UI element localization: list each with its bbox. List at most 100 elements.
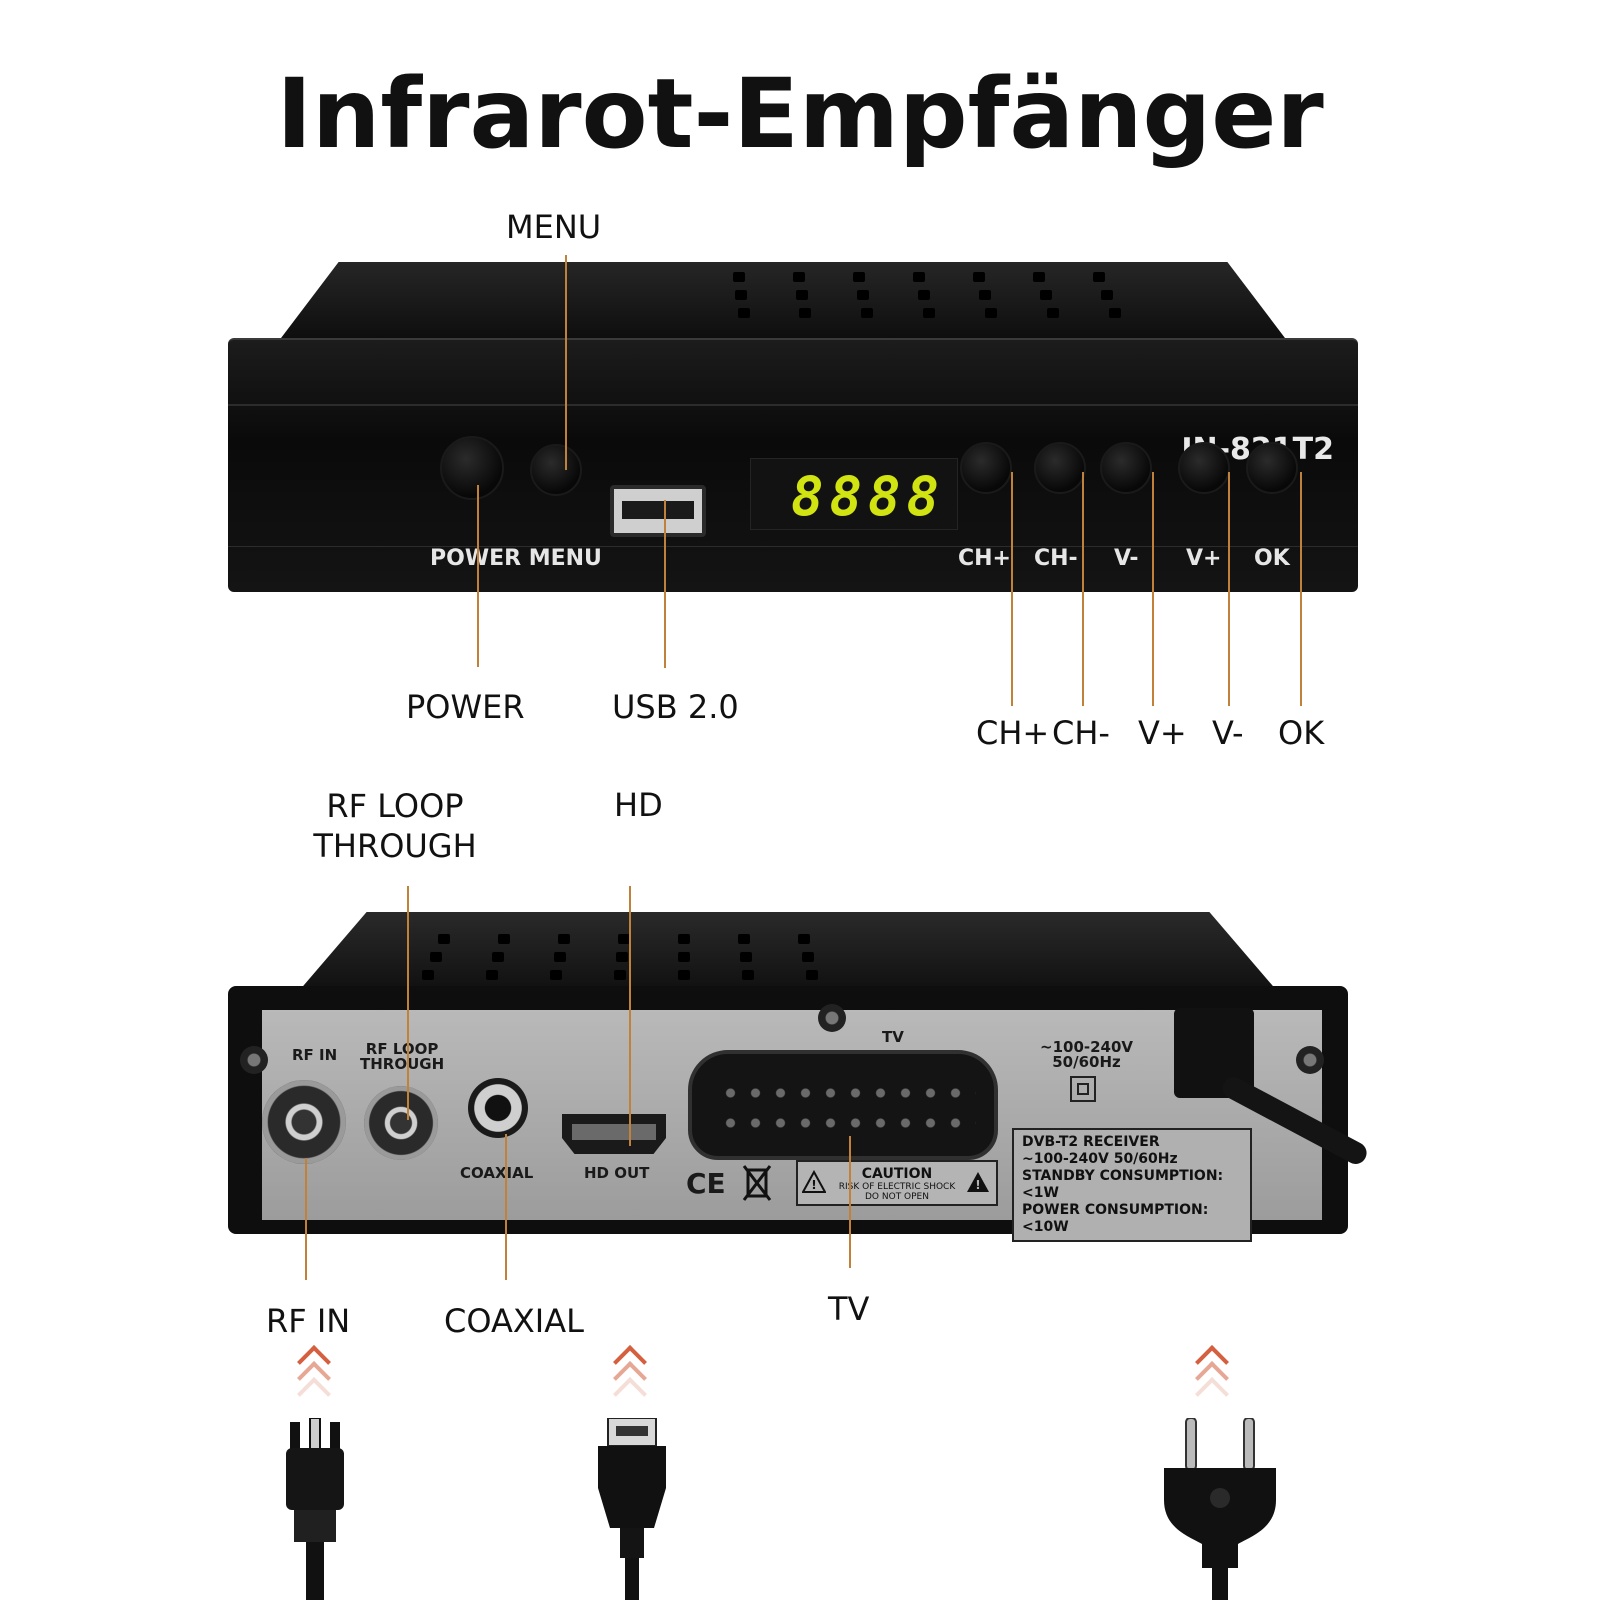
vent-slot [913, 272, 925, 282]
page-title: Infrarot-Empfänger [276, 58, 1324, 170]
callout-menu: MENU [506, 208, 602, 246]
rf-in-port[interactable] [262, 1080, 346, 1164]
vent-slot [918, 290, 930, 300]
warning-triangle-icon: ! [801, 1169, 827, 1194]
panel-label-voltage-line2: 50/60Hz [1052, 1053, 1121, 1071]
vent-slot [554, 952, 566, 962]
vent-slot [558, 934, 570, 944]
scart-pins [718, 1078, 976, 1140]
spec-line: DVB-T2 RECEIVER [1022, 1134, 1160, 1150]
ch-minus-button[interactable] [1034, 442, 1086, 494]
callout-coaxial: COAXIAL [444, 1302, 584, 1340]
rf-loop-through-port[interactable] [364, 1086, 438, 1160]
usb-port[interactable] [610, 485, 706, 537]
leader-line-ok [1300, 472, 1302, 706]
vent-slot [973, 272, 985, 282]
caution-title: CAUTION [861, 1166, 933, 1182]
vent-slot [793, 272, 805, 282]
coaxial-port[interactable] [468, 1078, 528, 1138]
ch-plus-button[interactable] [960, 442, 1012, 494]
leader-line-v-minus [1228, 472, 1230, 706]
panel-label-hd-out: HD OUT [584, 1164, 650, 1182]
vent-slot [678, 934, 690, 944]
screw-icon [1296, 1046, 1324, 1074]
callout-rf-loop-through: RF LOOP THROUGH [300, 786, 490, 866]
double-insulation-icon [1070, 1076, 1096, 1102]
vent-slot [985, 308, 997, 318]
caution-line2: DO NOT OPEN [865, 1192, 929, 1202]
vent-slot [798, 934, 810, 944]
ce-mark: CE [686, 1167, 726, 1200]
panel-label-ok: OK [1254, 546, 1290, 571]
caution-line1: RISK OF ELECTRIC SHOCK [838, 1182, 956, 1192]
leader-line-menu [565, 255, 567, 470]
weee-bin-icon [740, 1162, 774, 1202]
vent-slot [550, 970, 562, 980]
menu-button[interactable] [530, 444, 582, 496]
panel-label-strip [228, 546, 1358, 594]
callout-power: POWER [406, 688, 525, 726]
led-display: 8888 [750, 458, 958, 530]
power-button[interactable] [440, 436, 504, 500]
vent-slot [806, 970, 818, 980]
vent-slot [678, 952, 690, 962]
vent-slot [796, 290, 808, 300]
leader-line-ch-plus [1011, 472, 1013, 706]
panel-label-rf-loop-line2: THROUGH [360, 1055, 445, 1073]
callout-tv: TV [828, 1290, 870, 1328]
scart-tv-port[interactable] [688, 1050, 998, 1160]
vent-slot [1040, 290, 1052, 300]
panel-label-ch-plus: CH+ [958, 546, 1011, 571]
panel-label-voltage: ~100-240V 50/60Hz [1040, 1040, 1133, 1070]
vent-slot [979, 290, 991, 300]
spec-line: STANDBY CONSUMPTION:<1W [1022, 1168, 1224, 1201]
callout-v-plus: V+ [1138, 714, 1187, 752]
callout-hd: HD [614, 786, 663, 824]
panel-label-voltage-line1: ~100-240V [1040, 1038, 1134, 1056]
rf-coax-plug-icon [280, 1417, 350, 1600]
eu-power-plug-icon [1160, 1417, 1280, 1600]
spec-line: ~100-240V 50/60Hz [1022, 1151, 1178, 1167]
screw-icon [240, 1046, 268, 1074]
caution-label: CAUTION RISK OF ELECTRIC SHOCK DO NOT OP… [796, 1160, 998, 1206]
callout-ch-minus: CH- [1052, 714, 1110, 752]
panel-label-v-minus: V- [1114, 546, 1139, 571]
panel-label-tv: TV [882, 1028, 904, 1046]
leader-line-rf-loop [407, 886, 409, 1120]
v-minus-button[interactable] [1100, 442, 1152, 494]
vent-slot [799, 308, 811, 318]
vent-slot [616, 952, 628, 962]
callout-usb: USB 2.0 [612, 688, 739, 726]
vent-slot [486, 970, 498, 980]
leader-line-coaxial [505, 1134, 507, 1280]
ok-button[interactable] [1246, 442, 1298, 494]
vent-slot [492, 952, 504, 962]
vent-slot [1033, 272, 1045, 282]
chevron-up-icon [1194, 1344, 1234, 1411]
panel-label-rf-loop-line1: RF LOOP [365, 1040, 439, 1058]
callout-v-minus: V- [1212, 714, 1244, 752]
receiver-back-panel: RF IN RF LOOP THROUGH COAXIAL HD OUT TV … [240, 1004, 1324, 1242]
receiver-front-panel: JN-821T2 8888 POWER MENU CH+ CH- V- V+ O… [228, 338, 1358, 592]
v-plus-button[interactable] [1178, 442, 1230, 494]
vent-slot [853, 272, 865, 282]
spec-info-box: DVB-T2 RECEIVER ~100-240V 50/60Hz STANDB… [1012, 1128, 1252, 1242]
vent-slot [802, 952, 814, 962]
led-display-value: 8888 [790, 465, 945, 528]
receiver-front-view: JN-821T2 8888 POWER MENU CH+ CH- V- V+ O… [228, 262, 1358, 592]
vent-slot [614, 970, 626, 980]
callout-ch-plus: CH+ [976, 714, 1050, 752]
leader-line-usb [664, 500, 666, 668]
leader-line-power [477, 485, 479, 667]
callout-rf-loop-line2: THROUGH [313, 827, 477, 865]
leader-line-rf-in [305, 1158, 307, 1280]
leader-line-hd [629, 886, 631, 1146]
vent-slot [923, 308, 935, 318]
vent-slot [678, 970, 690, 980]
callout-rf-loop-line1: RF LOOP [326, 787, 464, 825]
hdmi-port[interactable] [562, 1114, 666, 1154]
panel-label-rf-loop: RF LOOP THROUGH [360, 1042, 444, 1072]
vent-slot [742, 970, 754, 980]
callout-rf-in: RF IN [266, 1302, 351, 1340]
vent-slot [498, 934, 510, 944]
